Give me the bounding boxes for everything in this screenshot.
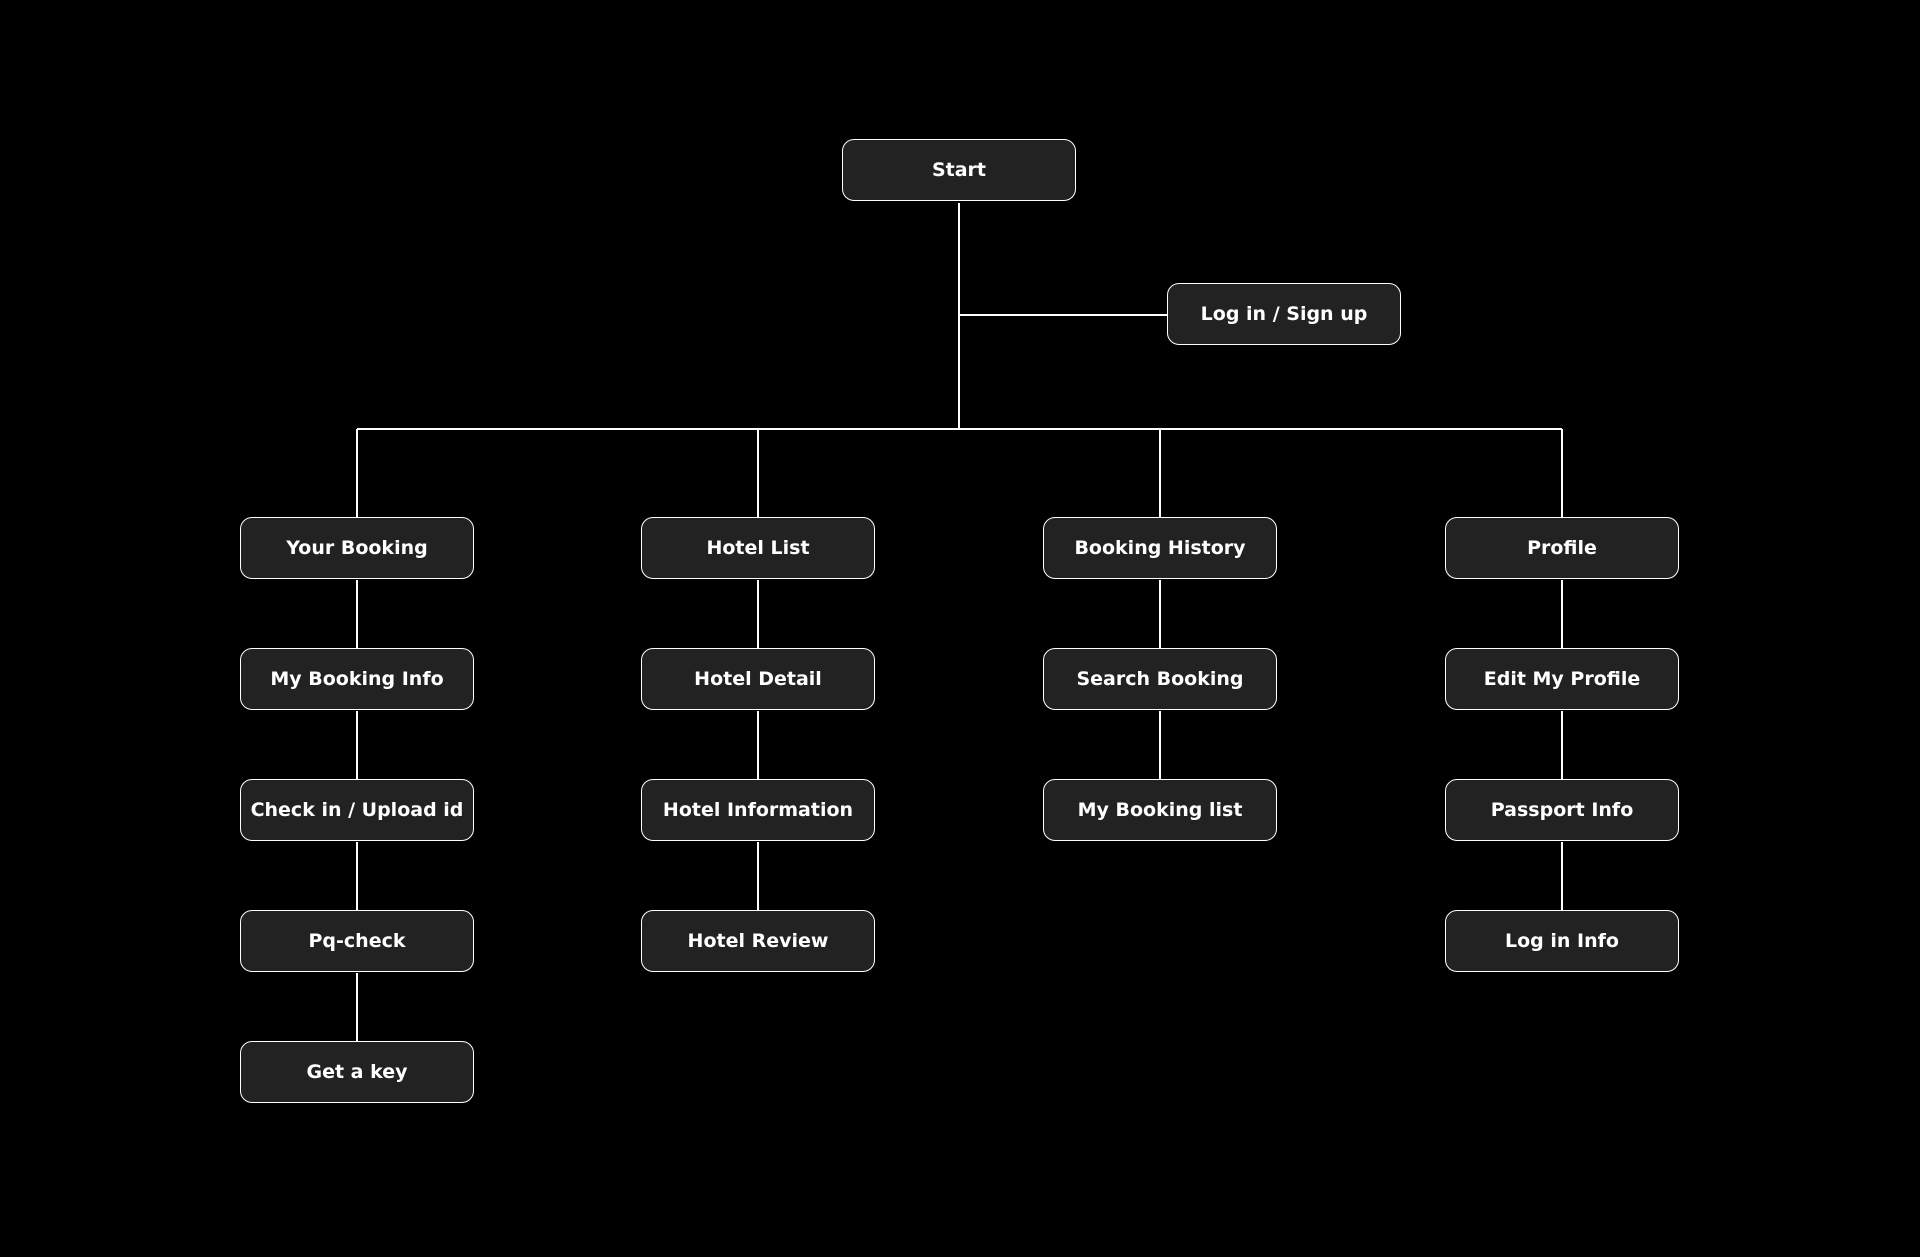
node-check-in-upload-id: Check in / Upload id bbox=[240, 779, 474, 841]
node-my-booking-info: My Booking Info bbox=[240, 648, 474, 710]
node-hotel-review: Hotel Review bbox=[641, 910, 875, 972]
node-your-booking: Your Booking bbox=[240, 517, 474, 579]
node-passport-info: Passport Info bbox=[1445, 779, 1679, 841]
node-booking-history: Booking History bbox=[1043, 517, 1277, 579]
node-hotel-list: Hotel List bbox=[641, 517, 875, 579]
node-edit-my-profile: Edit My Profile bbox=[1445, 648, 1679, 710]
node-profile: Profile bbox=[1445, 517, 1679, 579]
node-get-a-key: Get a key bbox=[240, 1041, 474, 1103]
node-hotel-detail: Hotel Detail bbox=[641, 648, 875, 710]
node-hotel-information: Hotel Information bbox=[641, 779, 875, 841]
node-log-in-sign-up: Log in / Sign up bbox=[1167, 283, 1401, 345]
node-log-in-info: Log in Info bbox=[1445, 910, 1679, 972]
node-start: Start bbox=[842, 139, 1076, 201]
node-my-booking-list: My Booking list bbox=[1043, 779, 1277, 841]
node-search-booking: Search Booking bbox=[1043, 648, 1277, 710]
node-pq-check: Pq-check bbox=[240, 910, 474, 972]
